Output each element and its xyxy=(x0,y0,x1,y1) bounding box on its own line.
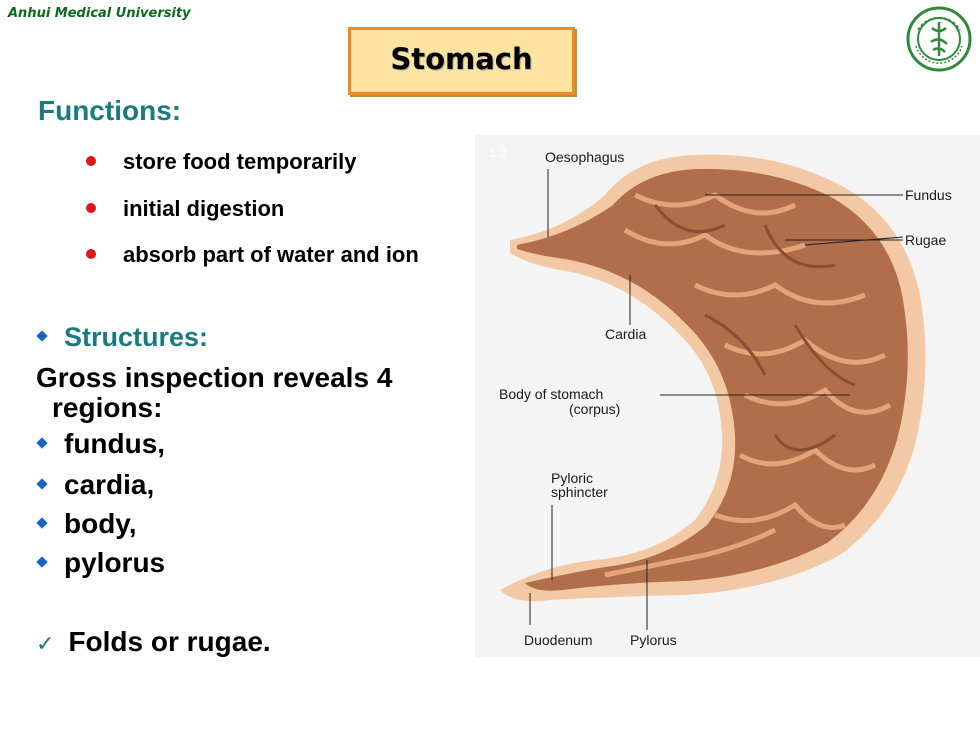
leader-lines xyxy=(529,169,904,630)
function-text: initial digestion xyxy=(123,196,285,221)
checkmark-icon: ✓ xyxy=(36,631,55,656)
blue-diamond-icon xyxy=(36,477,48,490)
label-pyloric-line1: Pyloric xyxy=(551,470,593,486)
red-dot-icon xyxy=(86,156,96,167)
stomach-mucosa xyxy=(517,168,908,591)
university-brand: Anhui Medical University xyxy=(8,6,191,21)
figure-number: 1.2 xyxy=(489,145,507,160)
university-seal-icon xyxy=(906,6,972,72)
region-item: cardia, xyxy=(36,469,155,501)
label-fundus: Fundus xyxy=(905,187,952,203)
blue-diamond-icon xyxy=(36,436,48,449)
folds-text: Folds or rugae. xyxy=(68,626,271,657)
region-text: cardia, xyxy=(64,469,155,500)
gross-line-1: Gross inspection reveals 4 xyxy=(36,362,393,393)
function-item: store food temporarily xyxy=(86,149,356,175)
label-pylorus: Pylorus xyxy=(630,632,677,648)
function-item: absorb part of water and ion xyxy=(86,242,419,268)
blue-diamond-icon xyxy=(36,555,48,568)
label-body-line2: (corpus) xyxy=(569,401,620,417)
function-text: store food temporarily xyxy=(123,149,357,174)
red-dot-icon xyxy=(86,249,96,260)
region-text: fundus, xyxy=(64,428,166,459)
region-item: body, xyxy=(36,508,137,540)
label-duodenum: Duodenum xyxy=(524,632,593,648)
region-text: body, xyxy=(64,508,137,539)
label-oesophagus: Oesophagus xyxy=(545,149,624,165)
region-item: fundus, xyxy=(36,428,166,460)
blue-diamond-icon xyxy=(36,330,48,342)
gross-line-2: regions: xyxy=(52,392,163,423)
stomach-anatomy-figure: 1.2 Oesophagus Fundus Rugae Cardia Body … xyxy=(475,135,980,657)
label-rugae: Rugae xyxy=(905,232,946,248)
function-text: absorb part of water and ion xyxy=(123,242,419,267)
region-item: pylorus xyxy=(36,547,166,579)
label-body-line1: Body of stomach xyxy=(499,386,603,402)
region-text: pylorus xyxy=(64,547,166,578)
red-dot-icon xyxy=(86,203,96,214)
gross-inspection-text: Gross inspection reveals 4 regions: xyxy=(36,363,476,423)
label-cardia: Cardia xyxy=(605,326,646,342)
blue-diamond-icon xyxy=(36,516,48,529)
slide-title-box: Stomach xyxy=(348,27,575,95)
functions-heading: Functions: xyxy=(38,95,182,126)
slide-title: Stomach xyxy=(390,42,533,76)
function-item: initial digestion xyxy=(86,196,284,222)
structures-heading: Structures: xyxy=(36,322,209,353)
label-pyloric-line2: sphincter xyxy=(551,484,608,500)
folds-item: ✓ Folds or rugae. xyxy=(36,626,271,658)
rugae-shadows xyxy=(653,204,856,452)
structures-heading-text: Structures: xyxy=(64,322,209,352)
